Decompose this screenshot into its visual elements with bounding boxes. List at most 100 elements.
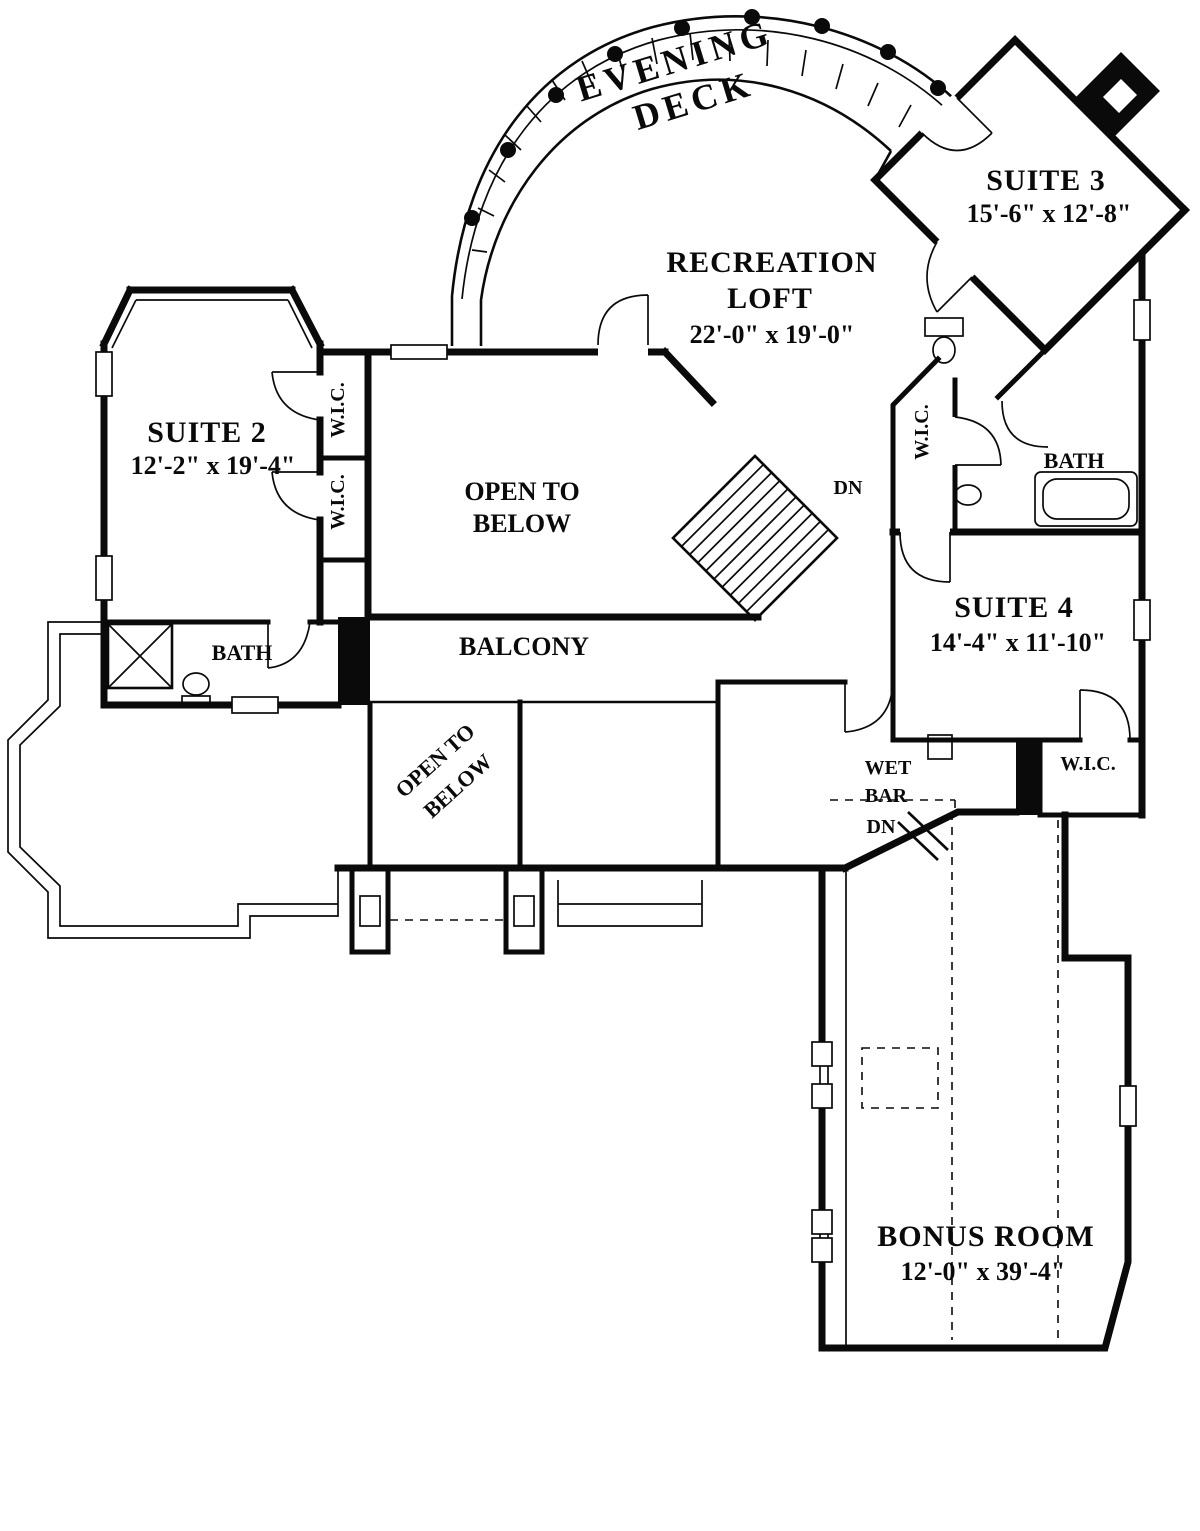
wic-label-1: W.I.C. — [327, 382, 349, 437]
closet-dividers — [317, 455, 371, 563]
pilaster-window — [513, 895, 535, 927]
room-dims-recreation-loft: 22'-0" x 19'-0" — [690, 320, 855, 349]
bath-left-exterior — [100, 618, 342, 709]
lower-room-walls — [367, 679, 721, 871]
window — [231, 696, 279, 714]
stairs — [671, 454, 839, 622]
room-label-recreation-loft-line1: RECREATION — [666, 246, 877, 279]
toilet-fixture — [932, 336, 956, 364]
stair-down-marker — [897, 811, 949, 861]
bay-window-lines — [111, 299, 313, 349]
roof-line-dashed — [951, 812, 1059, 1340]
room-label-suite-3: SUITE 3 — [986, 164, 1106, 197]
deck-outer-rail — [450, 15, 954, 297]
ceiling-break-dashed — [830, 799, 956, 812]
door-arc — [954, 416, 1002, 466]
wic-4-walls — [1037, 737, 1145, 818]
suite-2-walls — [99, 285, 372, 709]
suite-4-walls — [890, 529, 1145, 818]
door-arc — [271, 371, 321, 421]
angled-exterior-wall — [840, 808, 1020, 873]
wic-nook-wall — [890, 355, 942, 535]
window — [1119, 1085, 1137, 1127]
dashed-rect — [861, 1047, 939, 1109]
bath-angled-wall — [994, 346, 1049, 401]
loft-top-wall — [318, 347, 717, 407]
window-jamb — [811, 1209, 833, 1235]
window-bay — [557, 880, 703, 927]
right-bath-walls — [889, 317, 1146, 538]
evening-deck-railing — [450, 9, 954, 346]
stair-treads — [680, 463, 830, 613]
window — [390, 344, 448, 360]
lower-left-bay-outline — [7, 621, 339, 939]
room-label-suite-4: SUITE 4 — [954, 591, 1074, 624]
windows — [95, 299, 1151, 1127]
dn-label-stairs: DN — [834, 477, 863, 499]
door-arc — [921, 97, 993, 152]
toilet-tank — [924, 317, 964, 337]
wet-bar-label-line1: WET — [865, 757, 912, 779]
deck-inner-wall — [479, 78, 892, 301]
room-label-suite-2: SUITE 2 — [147, 416, 267, 449]
door-arc — [844, 681, 894, 733]
room-label-recreation-loft-line2: LOFT — [727, 282, 813, 315]
door-arc — [597, 294, 649, 346]
door-arc — [899, 531, 951, 583]
dn-label-wet-bar: DN — [867, 816, 896, 838]
door-arc — [926, 241, 973, 313]
room-label-bonus-room: BONUS ROOM — [877, 1220, 1095, 1253]
door-arc — [1001, 400, 1049, 448]
sink-fixture — [954, 484, 982, 506]
open-to-below-2: OPEN TO BELOW — [390, 719, 497, 823]
door-arc — [271, 471, 321, 521]
wic-label-4: W.I.C. — [1060, 753, 1115, 775]
wet-bar-sink — [927, 734, 953, 760]
window-jamb — [811, 1041, 833, 1067]
toilet-fixture — [182, 672, 210, 696]
room-label-bath-right: BATH — [1044, 448, 1105, 473]
loft-walls — [318, 344, 762, 704]
chimney-flue — [1103, 79, 1137, 113]
window-jamb — [811, 1237, 833, 1263]
window-jamb — [811, 1083, 833, 1109]
wall-block — [1016, 740, 1040, 815]
door-gap — [918, 94, 961, 137]
bay-outer — [7, 621, 339, 939]
toilet-tank — [181, 695, 211, 708]
room-dims-suite-4: 14'-4" x 11'-10" — [930, 628, 1106, 657]
wall-block — [338, 617, 370, 705]
deck-post-dots — [464, 9, 946, 226]
pilaster — [349, 865, 391, 955]
window — [1133, 299, 1151, 341]
bonus-window-lines — [819, 868, 847, 1348]
window — [95, 555, 113, 601]
window — [95, 351, 113, 397]
shower-x — [107, 623, 173, 689]
wet-bar-label-line2: BAR — [865, 785, 908, 807]
door-swings — [267, 97, 1131, 741]
open-to-below-label-line2: BELOW — [473, 509, 571, 538]
room-dims-bonus-room: 12'-0" x 39'-4" — [901, 1257, 1066, 1286]
open-to-below-label-line1: OPEN TO — [464, 477, 579, 506]
lower-center-walls — [334, 617, 849, 955]
bathtub-fixture — [1042, 478, 1130, 520]
labels: EVENING DECK SUITE 3 15'-6" x 12'-8" REC… — [131, 12, 1132, 1286]
suite-4-outline — [890, 529, 1145, 743]
stairwell — [671, 454, 839, 622]
pilaster — [503, 865, 545, 955]
wic-label-2: W.I.C. — [327, 474, 349, 529]
room-label-balcony: BALCONY — [459, 632, 589, 661]
room-dims-suite-2: 12'-2" x 19'-4" — [131, 451, 296, 480]
shower-fixture — [106, 622, 174, 690]
wic-label-3: W.I.C. — [911, 404, 933, 459]
bathtub-outer — [1034, 471, 1138, 527]
hall-wetbar — [715, 679, 1020, 873]
pilaster-window — [359, 895, 381, 927]
door-arc — [1079, 689, 1131, 741]
door-arc — [267, 621, 311, 669]
room-dims-suite-3: 15'-6" x 12'-8" — [967, 199, 1132, 228]
room-label-bath-left: BATH — [212, 640, 273, 665]
